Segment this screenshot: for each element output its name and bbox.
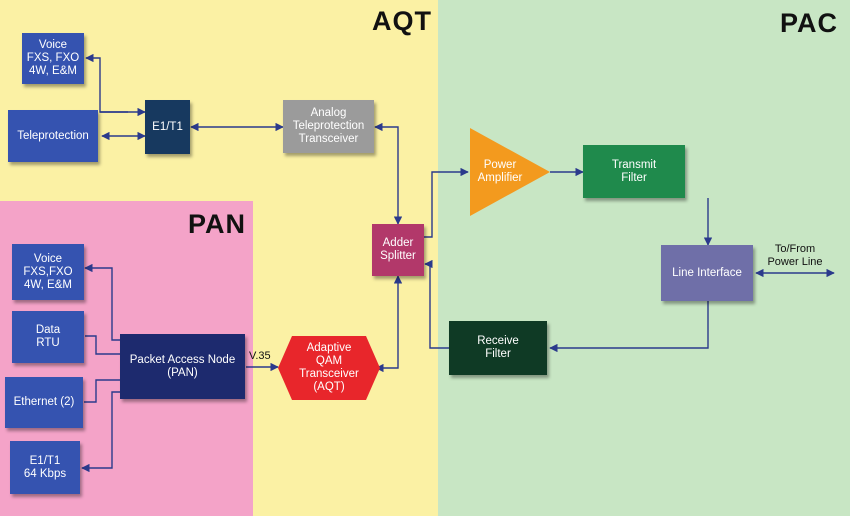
data-rtu-block: Data RTU xyxy=(12,311,84,363)
ethernet-block: Ethernet (2) xyxy=(5,377,83,428)
aqt-region-title: AQT xyxy=(372,6,432,36)
pan-region-title: PAN xyxy=(188,209,247,239)
to-from-power-line-label: To/From Power Line xyxy=(767,243,823,268)
power-amplifier-shape xyxy=(470,128,550,216)
pac-region-title: PAC xyxy=(780,8,839,38)
v35-label: V.35 xyxy=(249,350,271,362)
adaptive-qam-shape xyxy=(278,336,380,400)
adaptive-qam-label: Adaptive QAM Transceiver (AQT) xyxy=(299,342,359,393)
transmit-filter-block: Transmit Filter xyxy=(583,145,685,198)
analog-teleprotection-transceiver-block: Analog Teleprotection Transceiver xyxy=(283,100,374,153)
wire-pan-e1t1 xyxy=(81,391,120,473)
wire-pan-data xyxy=(85,335,120,355)
e1t1-mux-block: E1/T1 xyxy=(145,100,190,154)
packet-access-node-block: Packet Access Node (PAN) xyxy=(120,334,245,399)
wire-pan-ethernet xyxy=(84,379,120,403)
wire-voice-e1t1 xyxy=(85,53,128,113)
wire-analog-adder xyxy=(374,122,403,225)
wire-adder-amp xyxy=(424,167,469,238)
wire-line-rx xyxy=(549,301,709,353)
line-interface-block: Line Interface xyxy=(661,245,753,301)
voice-pan-block: Voice FXS,FXO 4W, E&M xyxy=(12,244,84,300)
wire-rx-adder xyxy=(424,259,449,349)
receive-filter-block: Receive Filter xyxy=(449,321,547,375)
wire-pan-voice xyxy=(84,263,120,341)
teleprotection-block: Teleprotection xyxy=(8,110,98,162)
adder-splitter-block: Adder Splitter xyxy=(372,224,424,276)
power-amplifier-label: Power Amplifier xyxy=(477,159,523,184)
pac-region xyxy=(438,0,850,516)
e1t1-64kbps-block: E1/T1 64 Kbps xyxy=(10,441,80,494)
voice-fxs-fxo-block: Voice FXS, FXO 4W, E&M xyxy=(22,33,84,84)
wire-qam-adder xyxy=(375,275,403,373)
